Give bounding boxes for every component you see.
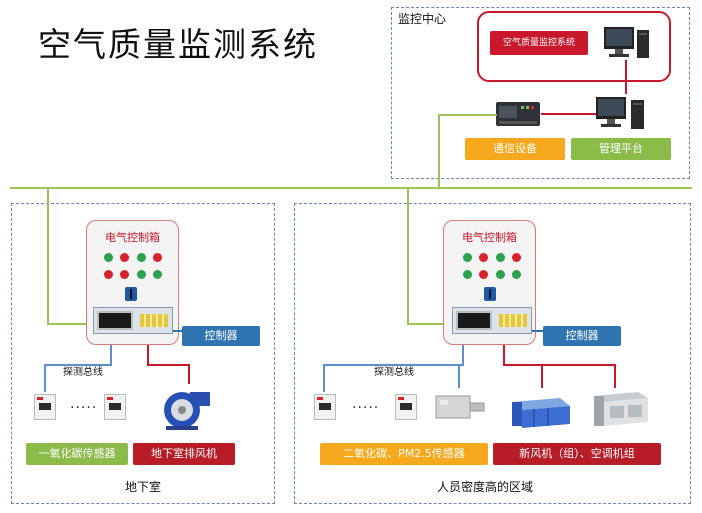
left-lamp-4: [153, 253, 162, 262]
right-controller-keys: [499, 314, 527, 327]
desktop-computer-icon: [604, 27, 649, 58]
comm-device-button[interactable]: 通信设备: [465, 138, 565, 160]
right-lamp-2: [479, 253, 488, 262]
left-lamp-3: [137, 253, 146, 262]
right-sensor-ellipsis: ·····: [352, 400, 380, 416]
right-device-drop-1: [541, 364, 543, 388]
left-selector-knob[interactable]: [125, 287, 137, 301]
comm-link-line: [541, 113, 596, 115]
right-probe-bus-h: [323, 364, 464, 366]
co2-sensor-1: [314, 394, 336, 420]
basement-zone: [11, 203, 275, 504]
right-lamp-4: [512, 253, 521, 262]
management-computer-icon: [596, 97, 644, 129]
co2-sensor-2: [395, 394, 417, 420]
left-probe-bus-v: [110, 345, 112, 365]
right-lamp-7: [496, 270, 505, 279]
page-title: 空气质量监测系统: [38, 25, 318, 64]
left-fan-line-v: [147, 345, 149, 365]
left-bus-feed: [47, 323, 93, 325]
co-sensor-2: [104, 394, 126, 420]
right-probe-bus-label: 探测总线: [374, 367, 414, 378]
air-quality-system-box[interactable]: 空气质量监控系统: [490, 31, 588, 55]
right-device-line-v: [503, 345, 505, 365]
crowded-zone: [294, 203, 691, 504]
left-probe-drop-1: [44, 364, 46, 392]
management-platform-button[interactable]: 管理平台: [571, 138, 671, 160]
left-cabinet-title: 电气控制箱: [105, 231, 160, 244]
left-lamp-7: [137, 270, 146, 279]
right-device-line-h: [503, 364, 615, 366]
main-bus-line: [10, 187, 692, 189]
ac-unit-icon: [594, 392, 648, 426]
center-riser-line: [438, 115, 440, 188]
co2-pm25-sensor-label[interactable]: 二氧化碳、PM2.5传感器: [320, 443, 488, 465]
left-lamp-6: [120, 270, 129, 279]
right-probe-drop-2: [458, 364, 460, 388]
right-lamp-6: [479, 270, 488, 279]
left-fan-line-drop: [188, 364, 190, 384]
left-controller-pointer: [173, 330, 185, 332]
left-controller-keys: [140, 314, 168, 327]
left-lamp-2: [120, 253, 129, 262]
center-link-line: [625, 60, 627, 94]
right-bus-feed: [407, 323, 458, 325]
right-selector-knob[interactable]: [484, 287, 496, 301]
left-lamp-8: [153, 270, 162, 279]
right-lamp-1: [463, 253, 472, 262]
basement-fan-label[interactable]: 地下室排风机: [133, 443, 235, 465]
right-controller-pointer: [532, 330, 544, 332]
left-probe-bus-label: 探测总线: [63, 367, 103, 378]
left-controller-screen: [97, 311, 133, 330]
monitor-center-label: 监控中心: [398, 12, 447, 26]
right-bus-drop: [407, 187, 409, 324]
duct-sensor-icon: [435, 395, 485, 419]
right-probe-drop-1: [323, 364, 325, 392]
left-lamp-5: [104, 270, 113, 279]
right-controller-button[interactable]: 控制器: [543, 326, 621, 346]
right-probe-bus-v: [462, 345, 464, 365]
center-feed-line: [438, 114, 497, 116]
right-device-drop-2: [614, 364, 616, 388]
left-controller-button[interactable]: 控制器: [182, 326, 260, 346]
basement-zone-name: 地下室: [125, 480, 162, 494]
left-sensor-ellipsis: ·····: [70, 400, 98, 416]
crowded-zone-name: 人员密度高的区域: [437, 480, 534, 494]
left-lamp-1: [104, 253, 113, 262]
left-fan-line-h: [147, 364, 189, 366]
right-controller-screen: [456, 311, 492, 330]
right-lamp-5: [463, 270, 472, 279]
left-probe-bus-h: [44, 364, 112, 366]
co-sensor-label[interactable]: 一氧化碳传感器: [26, 443, 128, 465]
fresh-air-ac-label[interactable]: 新风机（组）、空调机组: [493, 443, 661, 465]
left-bus-drop: [47, 187, 49, 324]
co-sensor-1: [34, 394, 56, 420]
right-lamp-3: [496, 253, 505, 262]
right-cabinet-title: 电气控制箱: [462, 231, 517, 244]
air-handler-icon: [512, 398, 570, 428]
monitor-center-area: [391, 7, 690, 179]
plc-module-icon: [496, 102, 540, 126]
right-lamp-8: [512, 270, 521, 279]
fan-icon: [164, 392, 210, 430]
